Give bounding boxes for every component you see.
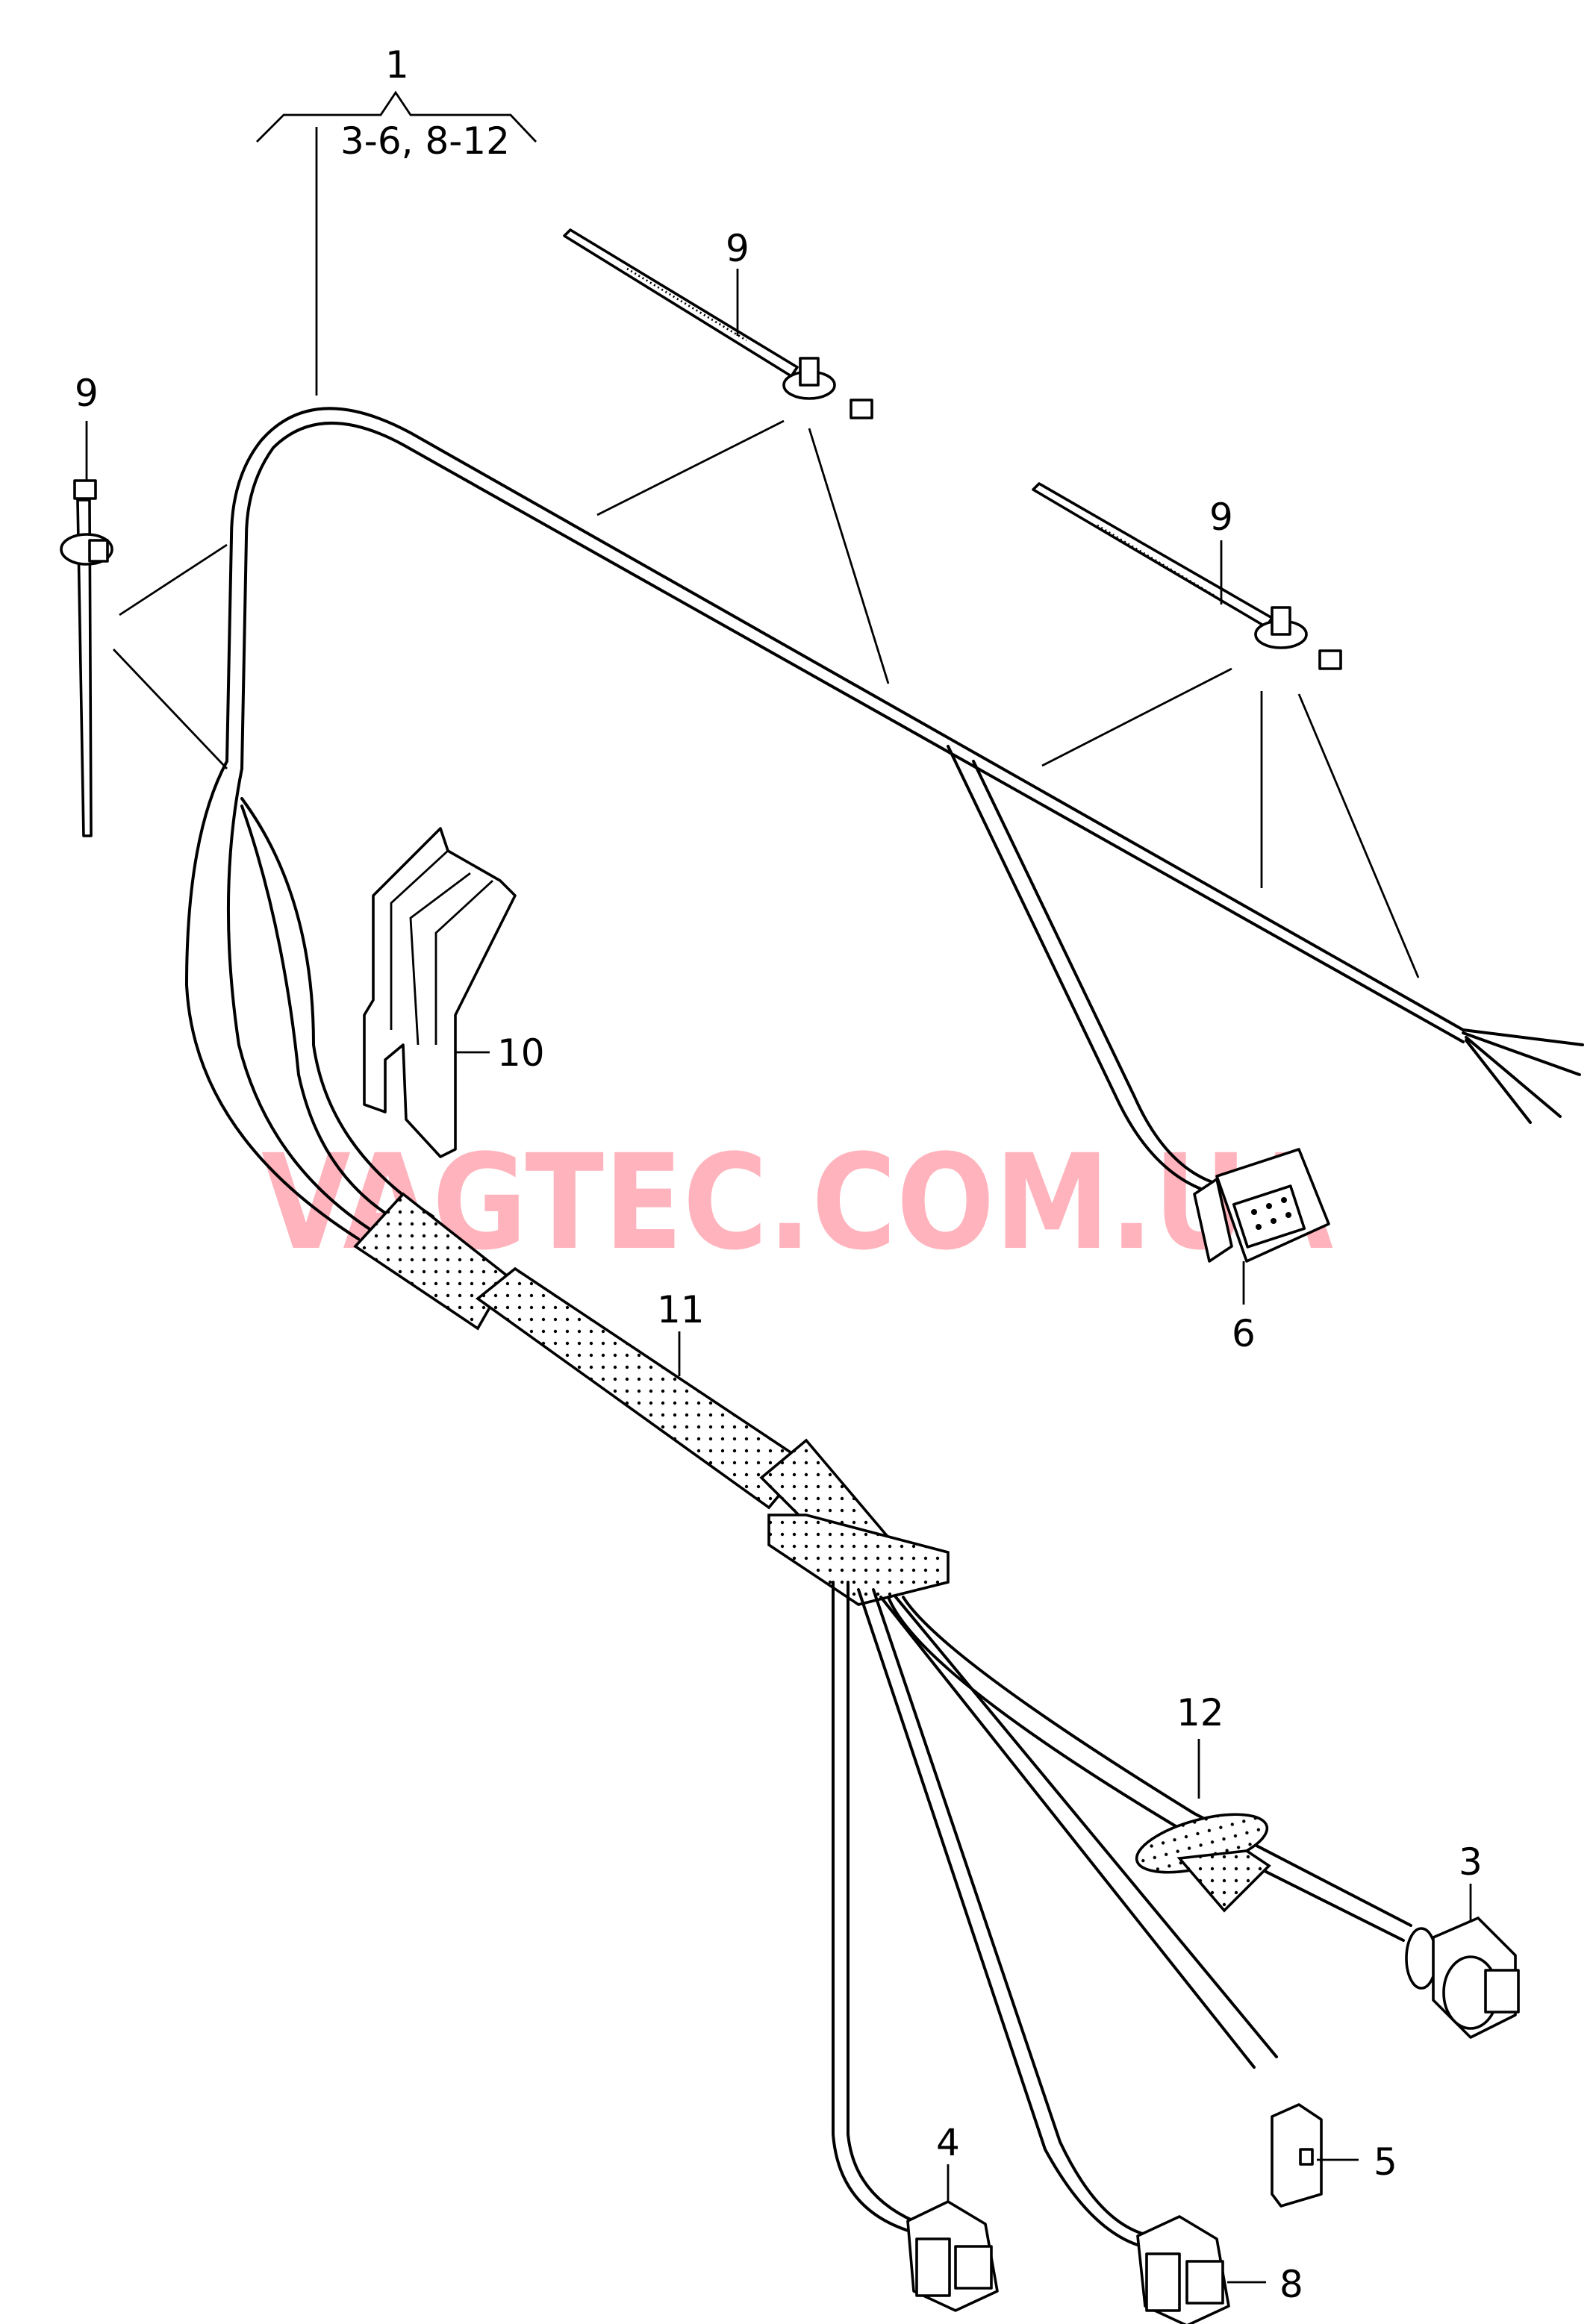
cable-tie-left (60, 421, 228, 837)
cable-tie-top (563, 228, 890, 684)
callout-1: 1 (385, 43, 409, 87)
callout-11: 11 (657, 1288, 705, 1331)
connector-3 (1405, 1884, 1520, 2039)
callout-10: 10 (497, 1031, 545, 1075)
callout-1-bracket (256, 90, 537, 396)
callout-9-left: 9 (75, 372, 99, 415)
lower-branches (832, 1581, 1412, 2248)
callout-9-right: 9 (1209, 496, 1233, 539)
callout-8: 5 (1374, 2140, 1397, 2184)
main-harness (185, 407, 1584, 1240)
callout-5: 8 (1279, 2263, 1303, 2306)
connector-5 (1136, 2215, 1266, 2324)
callout-12: 12 (1176, 1691, 1224, 1734)
callout-3: 3 (1459, 1840, 1483, 1884)
wire-holder-10 (363, 827, 517, 1158)
connector-6 (1193, 1148, 1330, 1305)
callout-9-top: 9 (726, 227, 749, 270)
connector-4 (906, 2164, 999, 2312)
grommet-12 (1135, 1739, 1271, 1913)
callout-6: 6 (1232, 1312, 1256, 1355)
callout-1-range: 3-6, 8-12 (340, 119, 510, 163)
protective-sleeve-11 (353, 1192, 950, 1606)
cable-tie-right (1032, 482, 1420, 978)
callout-4: 4 (936, 2121, 960, 2164)
connector-8 (1271, 2103, 1359, 2208)
